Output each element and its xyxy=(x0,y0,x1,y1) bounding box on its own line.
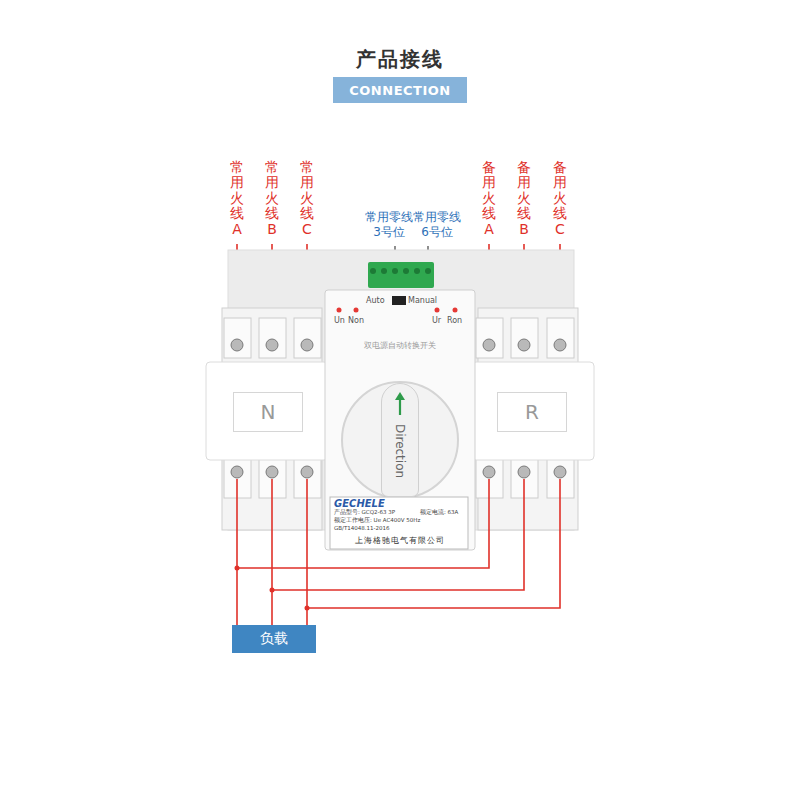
housing xyxy=(476,318,503,358)
led xyxy=(354,308,359,313)
housing xyxy=(294,318,321,358)
housing xyxy=(259,318,286,358)
mode-slider xyxy=(392,296,406,305)
wire xyxy=(271,479,273,625)
direction-arrow xyxy=(394,392,406,416)
indicator-leds xyxy=(337,308,458,313)
junction-dot xyxy=(305,606,310,611)
load-box: 负载 xyxy=(232,625,316,653)
node-text: R xyxy=(525,400,539,424)
wire-label: 备用火线C xyxy=(553,160,567,237)
screw xyxy=(301,339,313,351)
section-banner: CONNECTION xyxy=(333,77,467,103)
terminal-housings xyxy=(224,318,574,498)
name-plate xyxy=(330,497,468,549)
wire-label: 备用火线A xyxy=(482,160,496,237)
neutral-label: 常用零线 6号位 xyxy=(411,210,463,240)
neutral-label: 常用零线 3号位 xyxy=(363,210,415,240)
screw xyxy=(518,466,530,478)
product-name: 双电源自动转换开关 xyxy=(364,340,436,351)
screw xyxy=(554,466,566,478)
spec-text: GB/T14048.11-2016 xyxy=(334,525,389,531)
wire xyxy=(307,479,560,608)
indicator-label: Non xyxy=(348,316,364,325)
screw xyxy=(266,466,278,478)
node-text: N xyxy=(261,400,276,424)
indicator-label: Ron xyxy=(447,316,462,325)
brand-name: GECHELE xyxy=(334,498,385,509)
wire xyxy=(237,479,489,568)
housing xyxy=(511,318,538,358)
screw xyxy=(403,268,409,274)
wire-label: 常用火线B xyxy=(265,160,279,237)
pole-panel: R xyxy=(497,392,567,432)
junction-dot xyxy=(235,566,240,571)
housing xyxy=(224,318,251,358)
screw xyxy=(392,268,398,274)
screw xyxy=(301,466,313,478)
carriage xyxy=(206,362,328,460)
node-text: CONNECTION xyxy=(349,83,450,98)
mode-label: Manual xyxy=(408,296,437,305)
screw xyxy=(231,339,243,351)
led xyxy=(337,308,342,313)
wire-label: 常用火线C xyxy=(300,160,314,237)
node-text: 负载 xyxy=(260,630,288,648)
wire-label: 备用火线B xyxy=(517,160,531,237)
screw xyxy=(483,466,495,478)
led xyxy=(453,308,458,313)
carriage xyxy=(472,362,594,460)
screw xyxy=(554,339,566,351)
wire-junctions xyxy=(235,566,310,611)
control-module xyxy=(325,290,475,550)
terminal-block xyxy=(368,262,434,288)
wire xyxy=(236,479,238,625)
screw xyxy=(518,339,530,351)
spec-text: 额定电流: 63A xyxy=(420,509,458,516)
screw xyxy=(231,466,243,478)
page-title: 产品接线 xyxy=(356,46,444,73)
indicator-label: Un xyxy=(334,316,345,325)
junction-dot xyxy=(270,588,275,593)
screw xyxy=(483,339,495,351)
housing xyxy=(547,318,574,358)
led xyxy=(435,308,440,313)
pole-panel: N xyxy=(233,392,303,432)
load-wires xyxy=(237,479,560,625)
indicator-label: Ur xyxy=(432,316,441,325)
screw xyxy=(266,339,278,351)
company-name: 上海格驰电气有限公司 xyxy=(355,535,445,546)
arrow-shaft xyxy=(399,399,401,415)
node-text: Direction xyxy=(393,424,407,478)
screw xyxy=(414,268,420,274)
switch-handle: Direction xyxy=(381,383,419,497)
arrow-head xyxy=(395,392,405,400)
screw xyxy=(425,268,431,274)
screw xyxy=(381,268,387,274)
wire xyxy=(306,479,308,625)
spec-text: 额定工作电压: Ue AC400V 50Hz xyxy=(334,517,420,524)
screw xyxy=(370,268,376,274)
mode-label: Auto xyxy=(366,296,385,305)
spec-text: 产品型号: GCQ2-63 3P xyxy=(334,509,395,516)
terminal-screws xyxy=(370,268,431,274)
handle-dial xyxy=(342,382,458,498)
wire-label: 常用火线A xyxy=(230,160,244,237)
